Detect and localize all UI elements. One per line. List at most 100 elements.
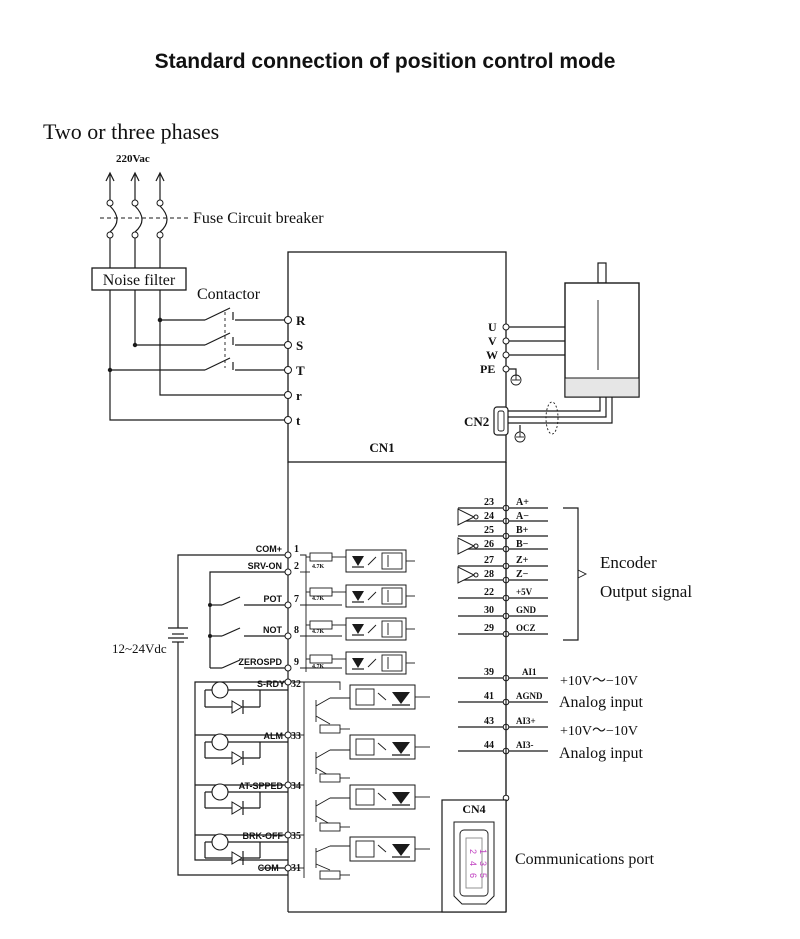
pin-25-num: 25	[484, 525, 494, 536]
resistor-label: 4.7K	[312, 629, 325, 635]
servo-motor	[564, 262, 640, 398]
dc-supply-icon	[168, 627, 188, 643]
digital-outputs: S-RDY 32 ALM 33 AT-SPPED 34 BRK-OFF 35 C…	[194, 678, 430, 880]
pin-25-name: B+	[516, 525, 529, 536]
cn4-pin-6: 6	[468, 873, 478, 878]
input-not-num: 8	[294, 625, 299, 636]
encoder-label: Encoder	[600, 553, 657, 572]
relay-coil-icon	[204, 783, 288, 815]
cn4-pin-2: 2	[468, 849, 478, 854]
cn2-connector-icon	[493, 406, 509, 436]
resistor-label: 4.7K	[312, 596, 325, 602]
output-com-minus-name: COM−	[258, 863, 284, 873]
analog-label-1: Analog input	[559, 694, 644, 711]
input-srv-on-name: SRV-ON	[248, 561, 282, 571]
pin-44-num: 44	[484, 740, 494, 751]
relay-coil-icon	[204, 681, 288, 714]
pin-23-name: A+	[516, 497, 529, 508]
optocoupler-icon	[349, 684, 430, 710]
contactor-label: Contactor	[197, 286, 261, 303]
optocoupler-icon	[345, 584, 415, 608]
output-brk-off-num: 35	[291, 831, 301, 842]
pin-30-num: 30	[484, 605, 494, 616]
pin-29-name: OCZ	[516, 623, 536, 633]
analog-range-2: +10V～−10V	[560, 724, 638, 739]
contactor	[110, 307, 285, 371]
pin-24-name: A−	[516, 511, 529, 522]
input-pot-name: POT	[263, 594, 282, 604]
terminal-v: V	[488, 334, 497, 348]
encoder-cable	[508, 397, 613, 443]
output-s-rdy-name: S-RDY	[257, 679, 285, 689]
pin-41-name: AGND	[516, 691, 543, 701]
cn2-label: CN2	[464, 414, 489, 429]
power-terminals: R S T r t	[284, 313, 306, 428]
pin-30-name: GND	[516, 605, 537, 615]
optocoupler-icon	[349, 836, 430, 862]
terminal-t-upper: T	[296, 363, 305, 378]
analog-input-pins: 39 AI1 41 AGND 43 AI3+ 44 AI3-	[458, 667, 548, 755]
supply-lines	[105, 171, 165, 200]
phases-label: Two or three phases	[43, 119, 219, 144]
breaker-label: Fuse Circuit breaker	[193, 210, 324, 227]
input-com-plus-num: 1	[294, 544, 299, 555]
output-com-minus-num: 31	[291, 863, 301, 874]
pin-44-name: AI3-	[516, 740, 534, 750]
cn1-label: CN1	[369, 440, 394, 455]
output-signal-label: Output signal	[600, 582, 692, 601]
pin-28-name: Z−	[516, 569, 529, 580]
optocoupler-icon	[345, 651, 415, 675]
output-at-spped-name: AT-SPPED	[239, 781, 284, 791]
terminal-r-lower: r	[296, 388, 302, 403]
output-brk-off-name: BRK-OFF	[243, 831, 284, 841]
optocoupler-icon	[349, 784, 430, 810]
output-transistor-circuit	[291, 681, 350, 880]
circuit-breaker	[100, 199, 188, 239]
relay-coil-icon	[204, 733, 288, 765]
terminal-t-lower: t	[296, 413, 301, 428]
ground-icon	[510, 374, 522, 386]
pin-23-num: 23	[484, 497, 494, 508]
supply-label: 12~24Vdc	[112, 641, 167, 656]
cn4-pin-3: 3	[478, 861, 488, 866]
pin-22-name: +5V	[516, 587, 533, 597]
cn4-connector: CN4 1 3 5 2 4 6	[441, 799, 507, 913]
input-srv-on-num: 2	[294, 561, 299, 572]
line-driver-icon	[457, 508, 479, 526]
optocoupler-icon	[345, 549, 415, 573]
cn4-pin-5: 5	[478, 873, 488, 878]
pin-28-num: 28	[484, 569, 494, 580]
optocoupler-icon	[349, 734, 430, 760]
cn4-pin-1: 1	[478, 849, 488, 854]
optocoupler-icon	[345, 617, 415, 641]
terminal-u: U	[488, 320, 497, 334]
noise-filter: Noise filter	[91, 267, 187, 291]
digital-inputs: 12~24Vdc COM+ 1 SRV-ON 2 POT 7 NOT 8 ZER…	[112, 544, 415, 876]
pin-41-num: 41	[484, 691, 494, 702]
input-not-name: NOT	[263, 625, 283, 635]
pin-29-num: 29	[484, 623, 494, 634]
page-title: Standard connection of position control …	[155, 50, 616, 73]
pin-39-num: 39	[484, 667, 494, 678]
output-alm-name: ALM	[264, 731, 284, 741]
pin-43-num: 43	[484, 716, 494, 727]
pin-24-num: 24	[484, 511, 494, 522]
terminal-w: W	[486, 348, 498, 362]
comm-port-label: Communications port	[515, 851, 655, 868]
analog-label-2: Analog input	[559, 745, 644, 762]
input-zerospd-name: ZEROSPD	[238, 657, 282, 667]
encoder-output-pins: 23 A+ 24 A− 25 B+ 26 B− 27 Z+ 28 Z− 22 +…	[457, 497, 548, 638]
pin-39-name: AI1	[522, 667, 537, 677]
analog-range-1: +10V～−10V	[560, 674, 638, 689]
output-s-rdy-num: 32	[291, 679, 301, 690]
input-com-plus-name: COM+	[256, 544, 282, 554]
motor-terminals: U V W PE	[480, 320, 565, 386]
line-driver-icon	[457, 537, 479, 555]
output-at-spped-num: 34	[291, 781, 301, 792]
pin-26-name: B−	[516, 539, 529, 550]
terminal-pe: PE	[480, 362, 495, 376]
ground-icon	[514, 431, 526, 443]
pin-27-num: 27	[484, 555, 494, 566]
pin-22-num: 22	[484, 587, 494, 598]
